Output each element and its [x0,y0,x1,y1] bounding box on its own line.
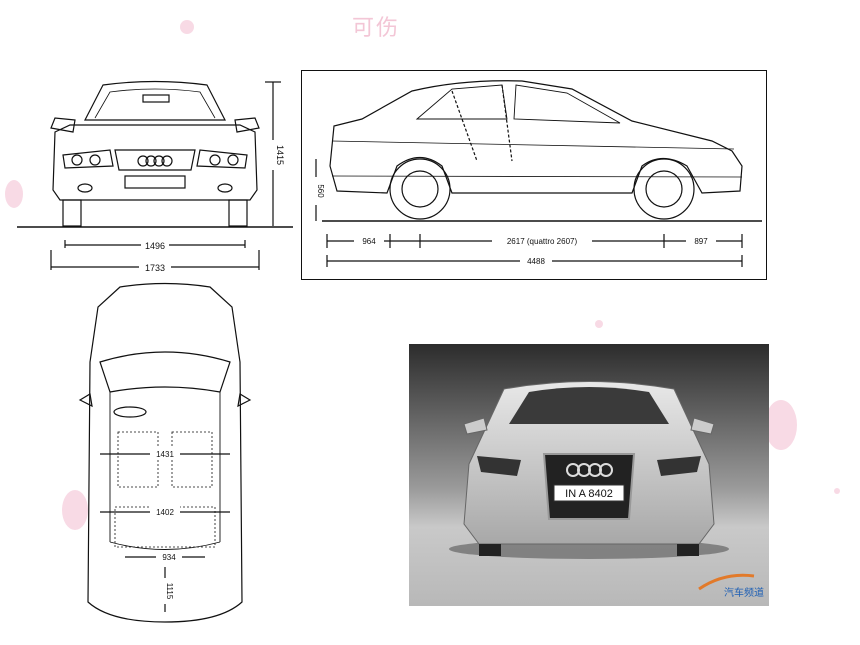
bg-blob [62,490,88,530]
dim-front-seat: 1431 [156,450,174,459]
dim-rear-seat: 1402 [156,508,174,517]
dim-width: 1733 [145,263,165,273]
bg-blob [595,320,603,328]
watermark-text: 汽车频道 [724,586,764,599]
bg-blob [180,20,194,34]
dim-trunk: 934 [162,553,176,562]
bg-blob [765,400,797,450]
header-text: 可伤 [352,16,401,41]
car-photo-illustration: IN A 8402 汽车频道 [449,381,764,599]
front-view-diagram: 1496 1733 1415 [17,80,293,273]
car-photo: IN A 8402 汽车频道 [409,344,769,606]
dim-wheelbase: 2617 (quattro 2607) [507,237,578,246]
dim-rear-overhang: 897 [694,237,708,246]
top-view-diagram: 1431 1402 934 1115 [78,282,252,623]
dim-track: 1496 [145,241,165,251]
bg-blob [5,180,23,208]
dim-ground: 560 [316,184,325,198]
dim-front-overhang: 964 [362,237,376,246]
side-view-frame [301,70,767,280]
dim-trunk-length: 1115 [165,583,174,600]
dim-length: 4488 [527,257,545,266]
dim-height: 1415 [275,145,285,165]
bg-blob [834,488,840,494]
side-view-diagram: 964 2617 (quattro 2607) 897 4488 560 [310,80,762,267]
license-plate: IN A 8402 [565,488,613,500]
